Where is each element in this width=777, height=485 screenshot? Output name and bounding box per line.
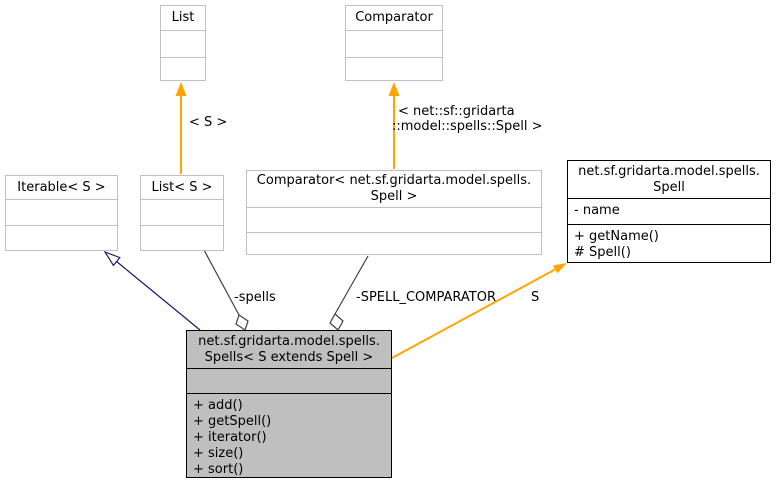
class-title-spell: net.sf.gridarta.model.spells. Spell	[578, 163, 760, 195]
edge-label-template-s: < S >	[189, 115, 227, 130]
class-node-comparator[interactable]: Comparator	[345, 5, 443, 81]
methods-compartment	[247, 232, 541, 254]
class-node-spell[interactable]: net.sf.gridarta.model.spells. Spell - na…	[567, 160, 771, 263]
template-arrowhead-list	[175, 82, 187, 96]
member-edge-spells	[203, 249, 240, 316]
attributes-compartment	[141, 199, 223, 225]
attributes-compartment	[187, 368, 391, 393]
class-node-spells-main: net.sf.gridarta.model.spells. Spells< S …	[186, 330, 392, 478]
template-edge-spell	[391, 268, 556, 359]
attributes-compartment	[346, 30, 442, 57]
edge-label-spells: -spells	[234, 290, 276, 305]
member-edge-spell-comparator	[334, 255, 369, 315]
class-title-comparator: Comparator	[355, 10, 433, 25]
template-arrowhead-comparator	[388, 82, 400, 96]
class-title-comparator-spell: Comparator< net.sf.gridarta.model.spells…	[256, 173, 532, 204]
inheritance-edge-iterable	[116, 261, 201, 331]
aggregation-diamond-spell-comparator	[329, 313, 344, 331]
class-node-list-s[interactable]: List< S >	[140, 175, 224, 251]
template-arrowhead-spell	[553, 263, 567, 274]
class-title-list-s: List< S >	[151, 179, 213, 195]
attributes-compartment	[6, 199, 117, 225]
aggregation-diamond-spells	[235, 314, 249, 331]
methods-compartment: + add() + getSpell() + iterator() + size…	[187, 393, 391, 477]
class-title-iterable: Iterable< S >	[17, 179, 106, 195]
methods-compartment	[161, 57, 205, 80]
class-title-list: List	[171, 10, 195, 25]
edge-label-s: S	[531, 290, 539, 305]
edge-label-template-spell-line1: < net::sf::gridarta	[398, 104, 515, 119]
edge-label-template-spell-line2: ::model::spells::Spell >	[392, 119, 543, 134]
inheritance-arrowhead-iterable	[103, 250, 121, 267]
methods-compartment	[141, 225, 223, 250]
methods-compartment	[6, 225, 117, 250]
class-node-list[interactable]: List	[160, 5, 206, 81]
class-node-iterable[interactable]: Iterable< S >	[5, 175, 118, 251]
attributes-compartment	[247, 207, 541, 232]
attributes-compartment	[161, 30, 205, 57]
class-title-spells: net.sf.gridarta.model.spells. Spells< S …	[198, 333, 380, 365]
edge-label-spell-comparator: -SPELL_COMPARATOR	[356, 290, 496, 305]
methods-compartment: + getName() # Spell()	[568, 224, 770, 262]
attributes-compartment: - name	[568, 198, 770, 224]
methods-compartment	[346, 57, 442, 80]
class-node-comparator-spell[interactable]: Comparator< net.sf.gridarta.model.spells…	[246, 170, 542, 255]
